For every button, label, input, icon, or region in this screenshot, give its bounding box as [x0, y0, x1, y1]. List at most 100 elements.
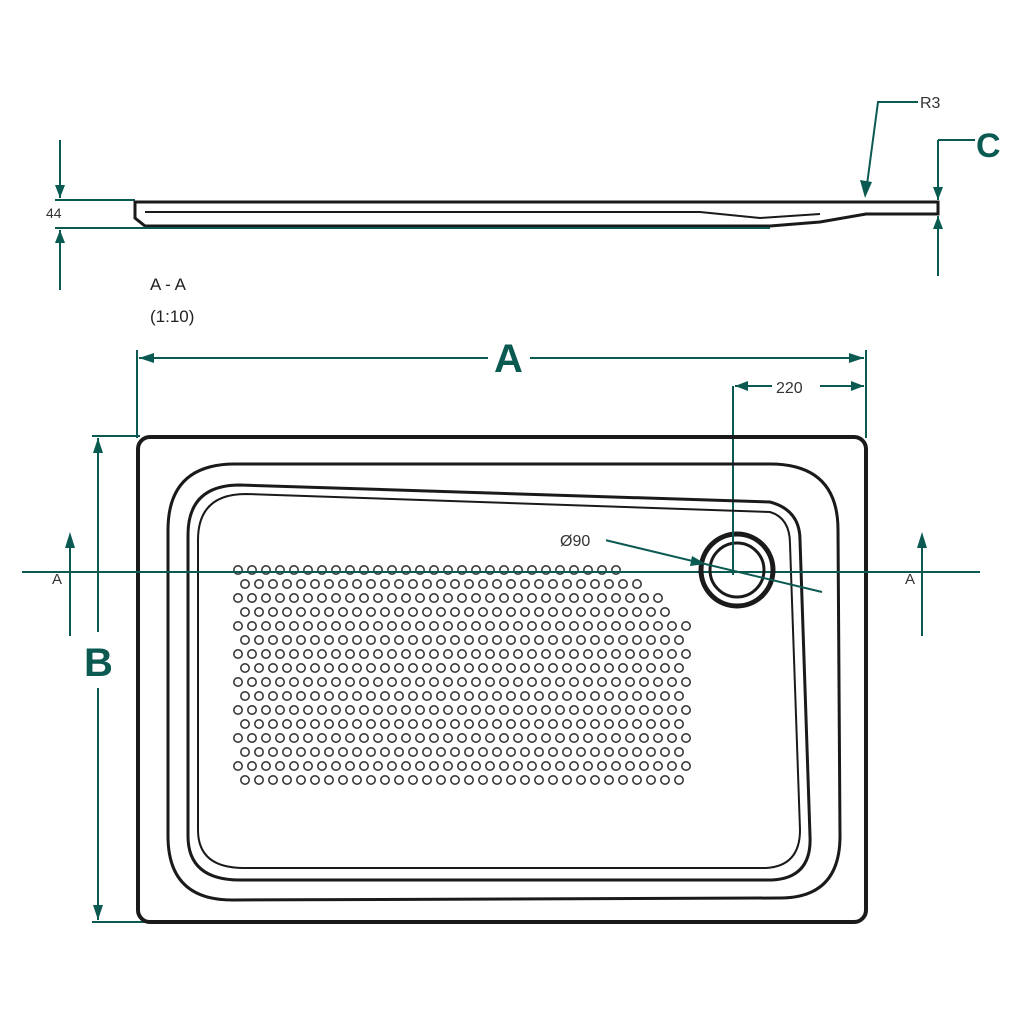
anti-slip-dot [302, 732, 313, 743]
anti-slip-dot [603, 662, 614, 673]
anti-slip-dot [421, 662, 432, 673]
anti-slip-dot [561, 718, 572, 729]
anti-slip-dot [372, 676, 383, 687]
anti-slip-dot [617, 578, 628, 589]
anti-slip-dot [407, 774, 418, 785]
anti-slip-dot [400, 676, 411, 687]
anti-slip-dot [477, 718, 488, 729]
anti-slip-dot [302, 704, 313, 715]
anti-slip-dot [316, 564, 327, 575]
anti-slip-dot [526, 676, 537, 687]
anti-slip-dot [365, 606, 376, 617]
width-dim-arrow-right [849, 353, 864, 363]
anti-slip-dot [274, 592, 285, 603]
anti-slip-dot [512, 704, 523, 715]
anti-slip-dot [680, 704, 691, 715]
anti-slip-dot [533, 718, 544, 729]
anti-slip-dot [372, 704, 383, 715]
anti-slip-dot [533, 690, 544, 701]
anti-slip-dot [351, 578, 362, 589]
anti-slip-dot [379, 718, 390, 729]
anti-slip-dot [254, 774, 265, 785]
anti-slip-dot [337, 634, 348, 645]
anti-slip-dot [267, 634, 278, 645]
anti-slip-dot [267, 746, 278, 757]
anti-slip-dot [540, 564, 551, 575]
anti-slip-dot [512, 732, 523, 743]
anti-slip-dot [484, 676, 495, 687]
anti-slip-dot [456, 760, 467, 771]
anti-slip-dot [624, 760, 635, 771]
anti-slip-dot [240, 718, 251, 729]
radius-label: R3 [920, 95, 941, 112]
anti-slip-dot [526, 704, 537, 715]
anti-slip-dot [372, 760, 383, 771]
anti-slip-dot [274, 704, 285, 715]
anti-slip-dot [484, 732, 495, 743]
anti-slip-dot [512, 760, 523, 771]
anti-slip-dot [610, 704, 621, 715]
anti-slip-dot [540, 620, 551, 631]
anti-slip-dot [393, 718, 404, 729]
anti-slip-dot [323, 634, 334, 645]
anti-slip-dot [477, 774, 488, 785]
anti-slip-dot [442, 760, 453, 771]
anti-slip-dot [233, 676, 244, 687]
anti-slip-dot [316, 592, 327, 603]
anti-slip-dot [254, 746, 265, 757]
anti-slip-dot [330, 732, 341, 743]
section-mark-right: A [905, 571, 915, 588]
anti-slip-dot [435, 662, 446, 673]
anti-slip-dot [365, 690, 376, 701]
anti-slip-dot [484, 564, 495, 575]
anti-slip-dot [484, 620, 495, 631]
anti-slip-dot [631, 606, 642, 617]
anti-slip-dot [610, 760, 621, 771]
anti-slip-dot [463, 606, 474, 617]
anti-slip-dot [309, 690, 320, 701]
anti-slip-dot [344, 704, 355, 715]
anti-slip-dot [498, 760, 509, 771]
anti-slip-dot [645, 746, 656, 757]
anti-slip-dot [435, 606, 446, 617]
anti-slip-dot [631, 578, 642, 589]
anti-slip-dot [638, 620, 649, 631]
anti-slip-dot [554, 760, 565, 771]
anti-slip-dot [540, 648, 551, 659]
anti-slip-dot [267, 718, 278, 729]
anti-slip-dot [526, 760, 537, 771]
section-mark-right-arrow [917, 532, 927, 548]
anti-slip-dot [260, 760, 271, 771]
anti-slip-dot [449, 690, 460, 701]
anti-slip-dot [414, 676, 425, 687]
anti-slip-dot [323, 662, 334, 673]
anti-slip-dot [260, 732, 271, 743]
anti-slip-dot [540, 676, 551, 687]
anti-slip-dot [617, 606, 628, 617]
anti-slip-dot [330, 564, 341, 575]
anti-slip-dot [680, 648, 691, 659]
anti-slip-dot [393, 634, 404, 645]
anti-slip-dot [449, 746, 460, 757]
anti-slip-dot [617, 718, 628, 729]
anti-slip-dot [365, 774, 376, 785]
anti-slip-dot [575, 662, 586, 673]
anti-slip-dot [414, 620, 425, 631]
anti-slip-dot [582, 648, 593, 659]
anti-slip-dot [400, 564, 411, 575]
anti-slip-dot [274, 620, 285, 631]
anti-slip-dot [645, 774, 656, 785]
anti-slip-dot [428, 704, 439, 715]
anti-slip-dot [281, 606, 292, 617]
anti-slip-dot [240, 774, 251, 785]
anti-slip-dot [533, 774, 544, 785]
anti-slip-dot [379, 690, 390, 701]
anti-slip-dot [617, 746, 628, 757]
anti-slip-dot [260, 704, 271, 715]
diameter-label-bg [558, 530, 606, 550]
anti-slip-dot [547, 634, 558, 645]
anti-slip-dot [260, 676, 271, 687]
anti-slip-dot [365, 634, 376, 645]
anti-slip-dot [491, 746, 502, 757]
anti-slip-dot [547, 578, 558, 589]
